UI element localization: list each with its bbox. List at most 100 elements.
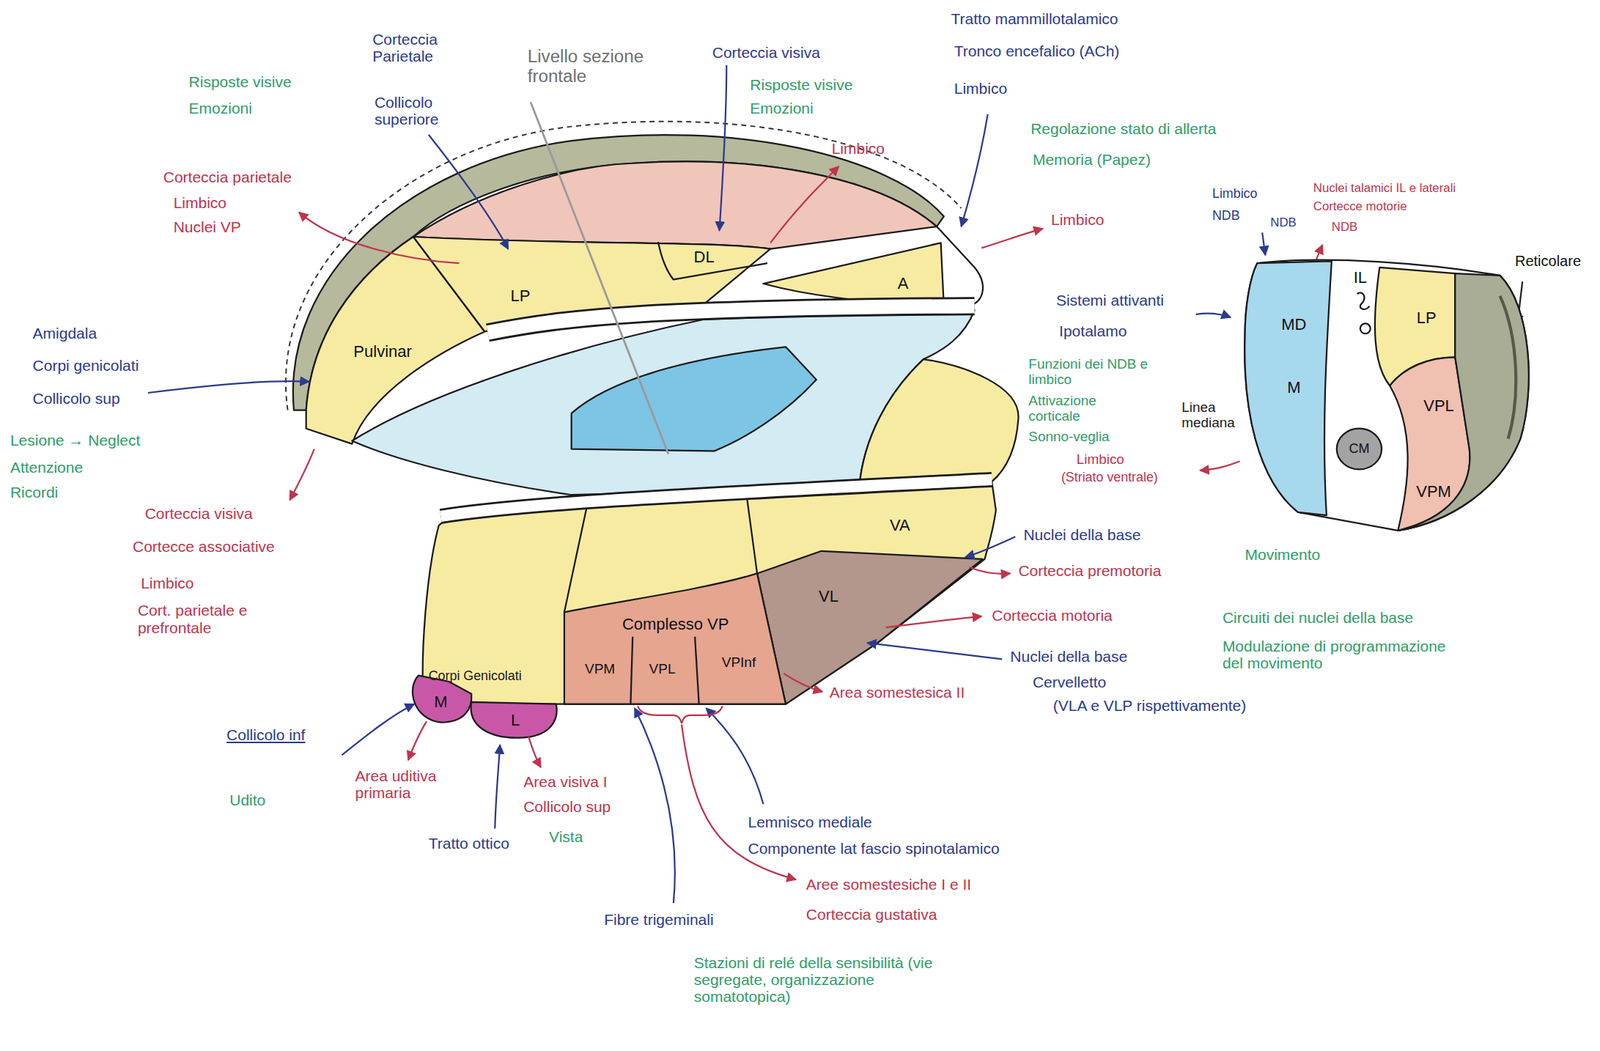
nucleus-label: M [433,693,448,711]
nucleus-label: DL [694,248,715,267]
nucleus-region: CM [1345,440,1373,459]
annotation-label: Tratto mammillotalamico [951,10,1119,28]
leader-arrow [885,616,982,628]
nucleus-label: VPL [649,661,676,678]
leader-arrow [867,642,1002,659]
lateral-geniculate [471,702,558,739]
leader-arrow [1199,461,1240,471]
vp-region [564,573,786,704]
annotation-label: Circuiti dei nuclei della base [1222,609,1414,626]
nucleus-label: IL [1353,268,1367,287]
annotation-label: Corteccia gustativa [806,905,938,923]
leader-arrow [299,212,460,264]
leader-arrow [1262,232,1266,256]
annotation-label: Corteccia Parietale [372,30,464,65]
annotation-label: Aree somestesiche I e II [806,875,972,893]
nucleus-label: VPM [1416,483,1452,501]
annotation-label: Collicolo sup [523,798,611,816]
annotation-label: Regolazione stato di allerta [1030,120,1216,138]
annotation-label: Area somestesica II [829,683,965,701]
annotation-label: Corteccia visiva [712,43,821,61]
nucleus-region: Reticolare [1512,251,1584,271]
annotation-label: Sonno-veglia [1028,429,1109,445]
annotation-label: Componente lat fascio spinotalamico [747,839,999,857]
annotation-label: Area visiva I [523,773,607,791]
annotation-label: Linea mediana [1181,400,1263,431]
nucleus-region: VPM [1413,481,1455,503]
leader-arrow [528,736,541,768]
annotation-label: Stazioni di relé della sensibilità (vie … [694,954,975,1005]
nucleus-region: L [507,710,523,731]
nucleus-label: A [897,274,909,293]
drawing-part [293,134,1019,739]
cross-section-outline [1244,260,1529,531]
annotation-label: Cortecce associative [132,537,275,555]
annotation-label: Corteccia visiva [145,504,253,522]
annotation-label: Ipotalamo [1059,322,1127,340]
annotation-label: Nuclei VP [173,218,242,236]
annotation-label: Tratto ottico [428,834,510,852]
annotation-label: Fibre trigeminali [603,911,714,928]
nucleus-region: M [430,691,451,713]
nucleus-label: VL [818,587,839,606]
annotation-label: Attivazione corticale [1028,393,1126,425]
nucleus-region: VPInf [719,653,759,673]
nucleus-region: VA [886,515,914,536]
leader-arrow [1196,312,1231,318]
leader-arrow [408,721,427,761]
nucleus-label: Pulvinar [353,343,412,361]
nucleus-region: Complesso VP VPM VPL VPInf [564,596,786,704]
annotation-label: Emozioni [749,99,813,117]
annotation-label: Ricordi [10,483,58,501]
leader-arrow [428,134,509,250]
nucleus-label: Complesso VP [622,615,730,634]
lamina-edge [487,306,975,333]
nucleus-label: VPM [584,661,615,678]
il-mark [1360,323,1371,334]
leader-arrow [705,708,763,805]
annotation-label: Limbico [173,194,227,212]
nucleus-region: VPL [1420,395,1458,417]
leader-arrow [289,449,314,501]
leader-arrow [494,744,500,829]
annotation-label: Limbico [1076,452,1125,468]
nucleus-region: MDM [1246,263,1331,514]
lamina-edge [440,479,992,516]
nucleus-label: LP [1416,309,1437,327]
lamina [440,479,992,516]
annotation-label: Attenzione [10,458,83,476]
nucleus-region: LP [1413,307,1440,329]
vp-divider [630,636,633,705]
md-region [1244,260,1332,516]
nucleus-region: Pulvinar [350,341,415,363]
nucleus-label: L [510,711,520,730]
reticular-inner [1500,296,1517,440]
leader-arrow [1316,244,1323,259]
nucleus-region: IL CM [1326,260,1411,480]
leader-arrow [965,536,1016,558]
a-region [762,242,944,306]
annotation-label: Lesione → Neglect [10,431,140,449]
annotation-label: (Striato ventrale) [1061,470,1159,486]
leader-arrow [960,114,988,227]
annotation-label: Nuclei talamici IL e laterali [1313,181,1456,195]
leader-arrow [148,381,310,393]
annotation-label: Livello sezione frontale [527,46,707,86]
leader-arrow [341,704,415,756]
annotation-label: Collicolo inf [226,726,305,744]
lamina [487,306,975,333]
annotation-label: Sistemi attivanti [1056,291,1164,309]
nucleus-label: CM [1348,441,1370,457]
annotation-label: Limbico [831,139,885,157]
annotation-label: Cortecce motorie [1313,200,1408,214]
annotation-label: Limbico [1051,211,1104,228]
nucleus-label: VPInf [721,655,756,671]
annotation-label: (VLA e VLP rispettivamente) [1053,697,1246,714]
drawing-part [148,65,1523,903]
nucleus-label: MD [1281,315,1307,334]
leader-arrow [969,567,1011,574]
annotation-label: NDB [1331,220,1358,234]
annotation-label: Emozioni [189,99,253,117]
annotation-label: Risposte visive [189,73,292,91]
